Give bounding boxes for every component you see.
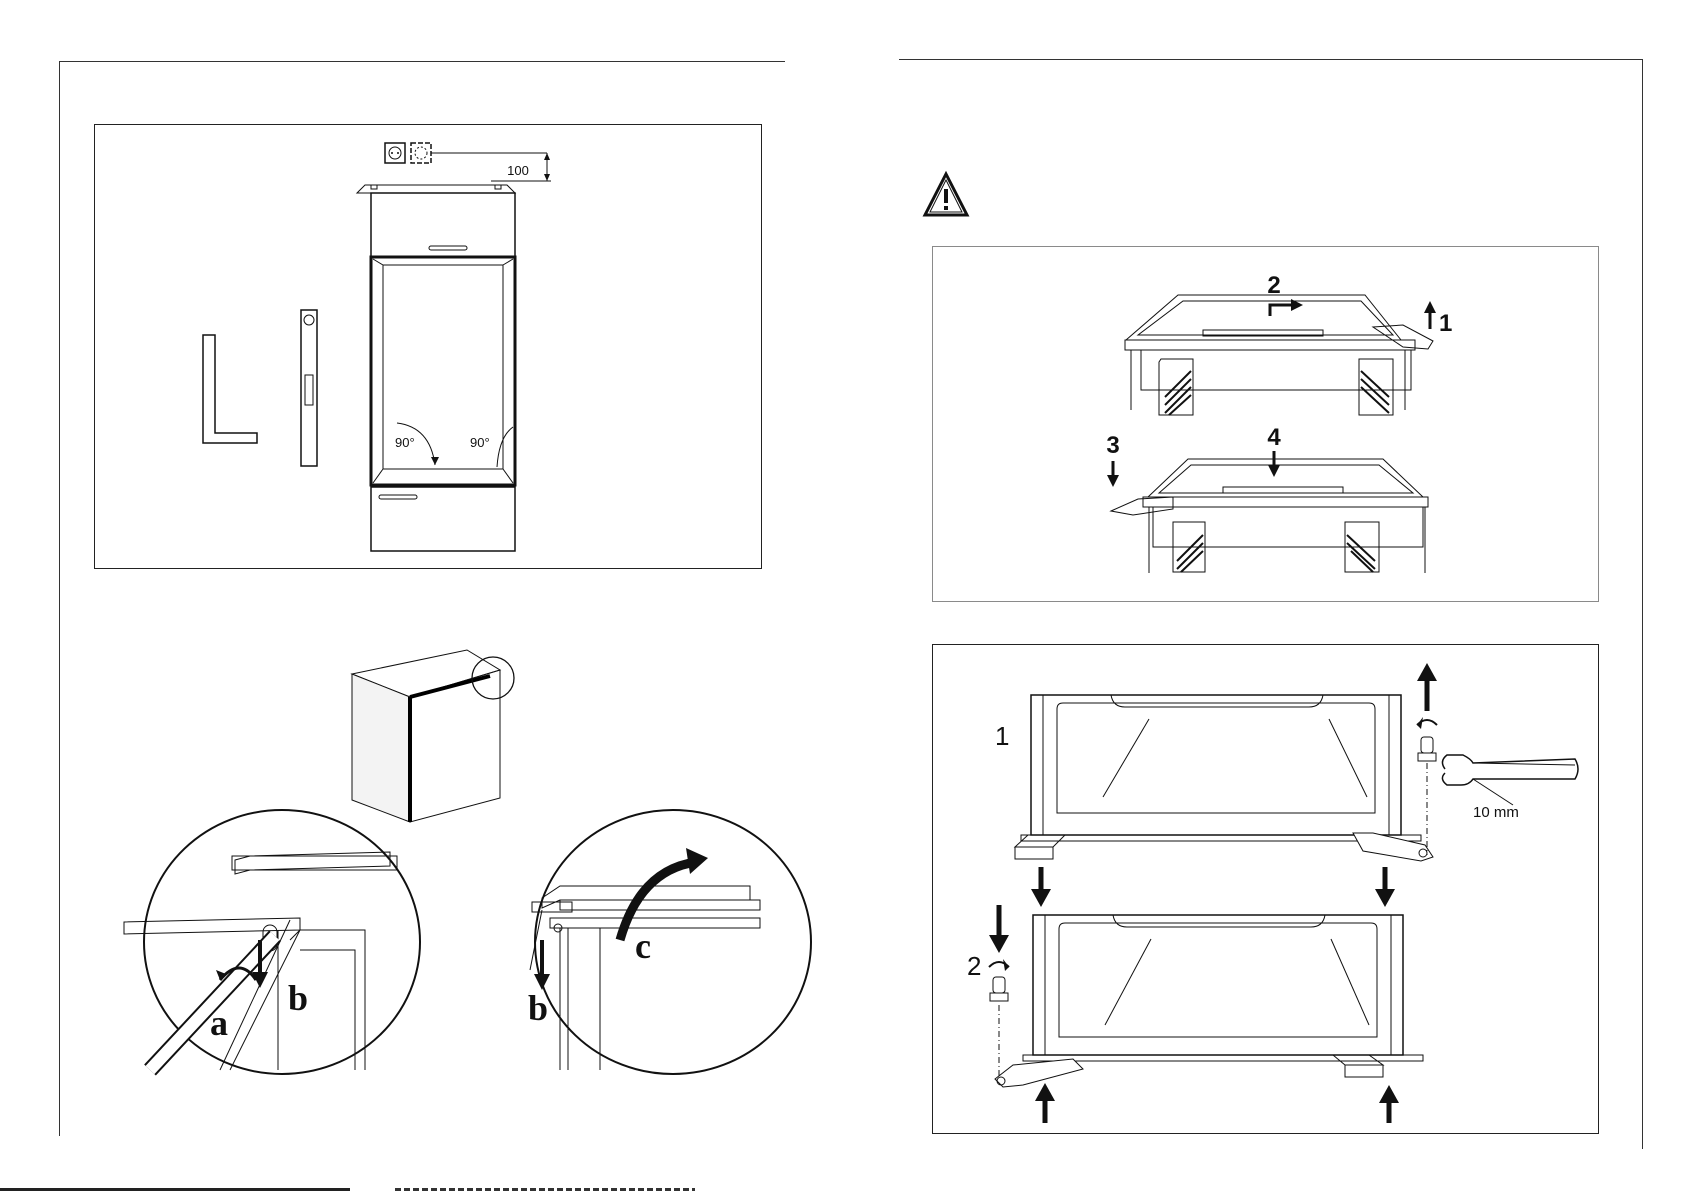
arrow-down-left [1031, 867, 1051, 907]
step-label-2: 2 [967, 951, 981, 981]
arrow-up-left [1035, 1083, 1055, 1123]
adjustable-foot-top [1417, 663, 1437, 855]
dimension-label: 100 [507, 163, 529, 178]
left-page-side-rule [59, 61, 60, 1136]
step-label-c: c [635, 926, 651, 966]
arrow-step-1 [1424, 301, 1436, 329]
figure-plinth-transfer: 2 1 3 [932, 246, 1599, 602]
carpenter-square-icon [203, 335, 257, 443]
step-label-b2: b [528, 988, 548, 1028]
arrow-down-right [1375, 867, 1395, 907]
step-label-b: b [288, 978, 308, 1018]
warning-triangle-icon [923, 172, 969, 218]
detail-circle-left [124, 810, 420, 1074]
step-label-3: 3 [1106, 432, 1119, 459]
arrow-up-right [1379, 1085, 1399, 1123]
right-page-top-rule [899, 59, 1642, 60]
plinth-unit-bottom [1111, 459, 1428, 573]
wrench-size-label: 10 mm [1473, 804, 1519, 821]
spirit-level-icon [301, 310, 317, 466]
detail-circle-right [530, 810, 811, 1074]
right-page-side-rule [1642, 59, 1643, 1149]
step-label-a: a [210, 1003, 228, 1043]
figure-cabinet-mounting: a b b c [90, 640, 770, 1090]
left-page-top-rule [59, 61, 785, 62]
appliance-base-top [1015, 695, 1433, 861]
lower-cabinet [371, 487, 515, 551]
arrow-step-3 [1107, 461, 1119, 487]
dimension-marker [431, 153, 551, 181]
angle-label-left: 90° [395, 435, 415, 450]
step-label-1: 1 [995, 721, 1009, 751]
plinth-unit-top [1125, 295, 1433, 415]
power-socket-icon [385, 143, 431, 163]
step-label-1: 1 [1439, 310, 1452, 337]
upper-cabinet [357, 185, 515, 257]
step-label-4: 4 [1267, 424, 1281, 451]
adjustable-foot-bottom [989, 905, 1009, 1079]
niche-opening [371, 257, 515, 485]
angle-label-right: 90° [470, 435, 490, 450]
figure-niche-check: 100 90° 90° [94, 124, 762, 569]
figure-adjustable-feet: 10 mm 1 [932, 644, 1599, 1134]
wrench-icon [1442, 755, 1578, 805]
isometric-cabinet [352, 650, 514, 822]
appliance-base-bottom [995, 915, 1423, 1087]
step-label-2: 2 [1267, 272, 1280, 299]
